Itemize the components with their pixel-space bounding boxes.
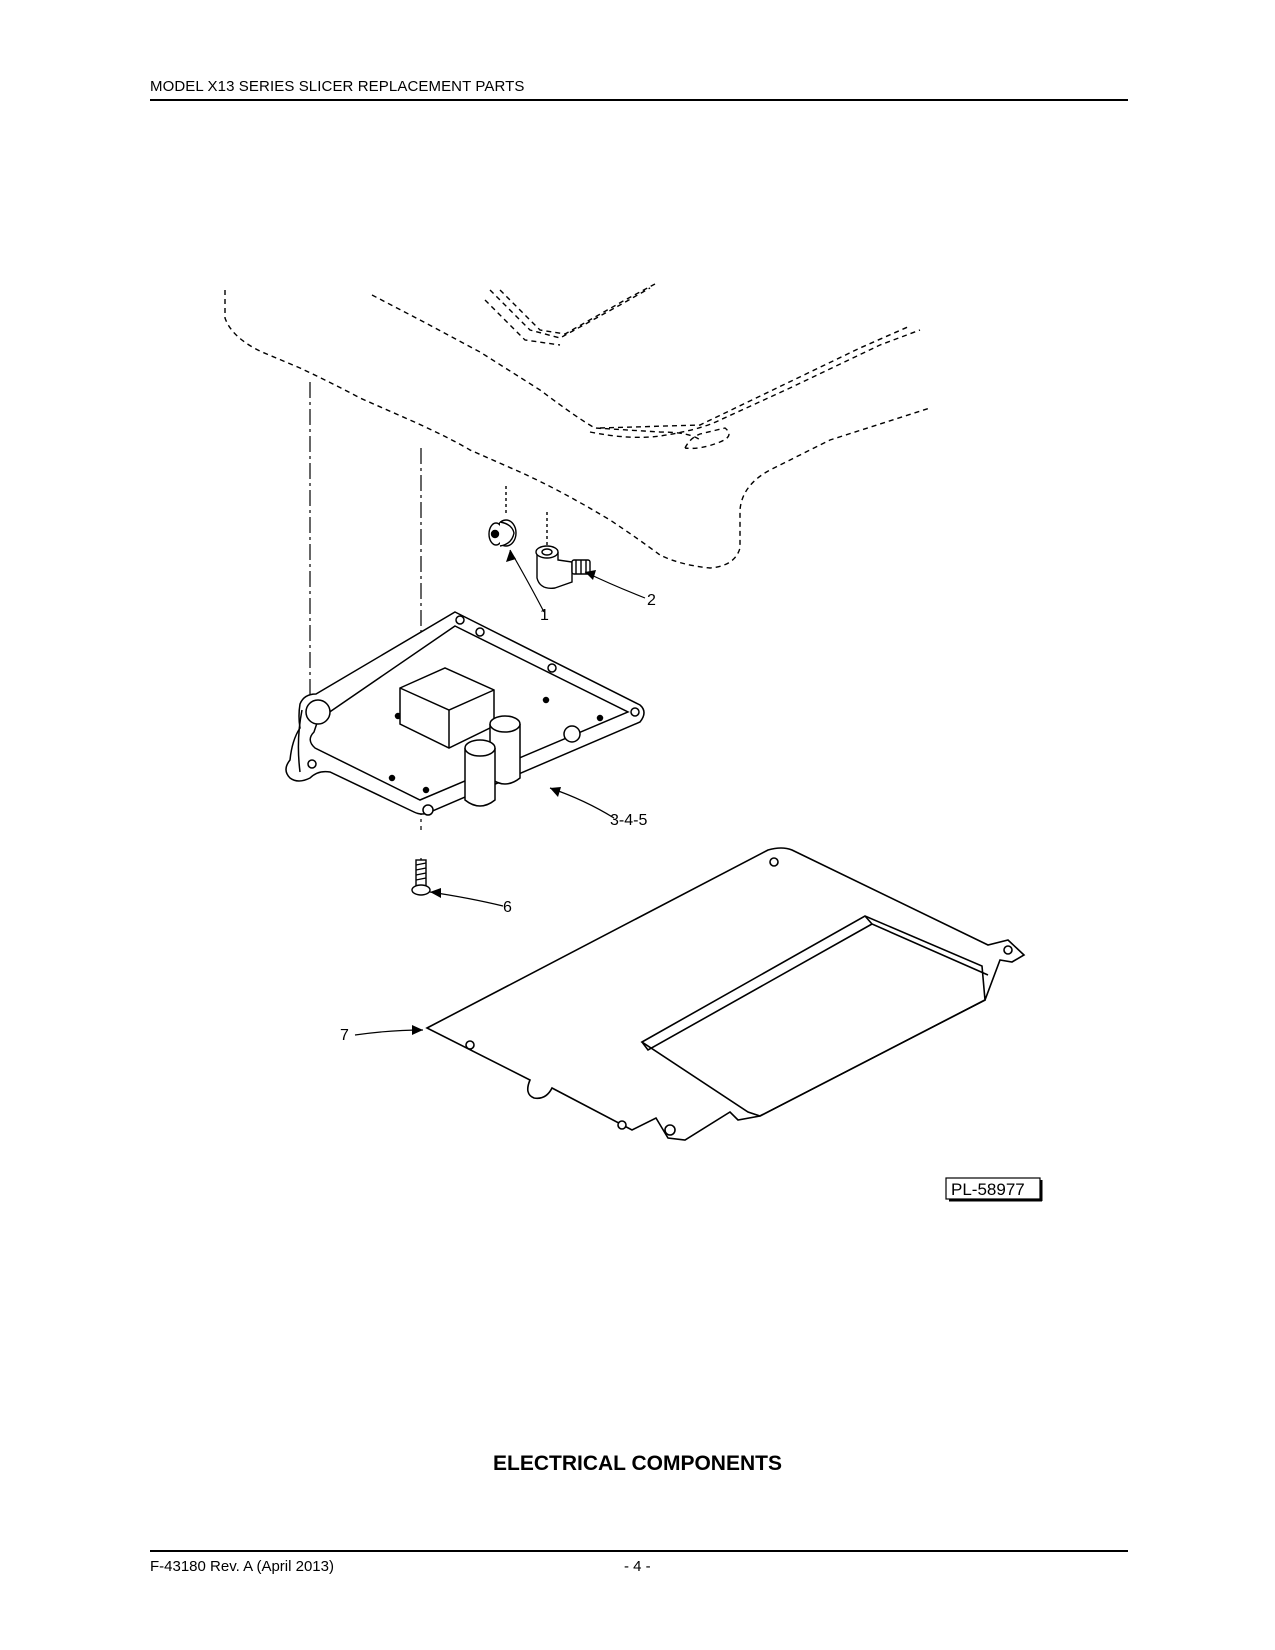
footer-page-number: - 4 - xyxy=(624,1558,651,1575)
footer-rule xyxy=(150,1550,1128,1552)
header-rule xyxy=(150,99,1128,101)
callout-item-6: 6 xyxy=(503,899,512,916)
item-6-screw xyxy=(411,859,431,896)
item-2-elbow-connector xyxy=(535,512,591,589)
capacitors xyxy=(464,715,521,807)
callout-arrowheads xyxy=(412,550,596,1035)
drawing-number: PL-58977 xyxy=(951,1180,1025,1199)
callout-item-2: 2 xyxy=(647,592,656,609)
drawing-number-box: PL-58977 xyxy=(945,1177,1043,1202)
section-title: ELECTRICAL COMPONENTS xyxy=(493,1452,782,1475)
callout-item-1: 1 xyxy=(540,607,549,624)
plate-keyhole xyxy=(305,699,331,725)
slicer-base-outline xyxy=(224,283,931,569)
item-7-bottom-cover xyxy=(425,847,1026,1141)
footer-document-number: F-43180 Rev. A (April 2013) xyxy=(150,1558,334,1575)
board-edge xyxy=(309,625,630,801)
callout-item-345: 3-4-5 xyxy=(610,812,647,829)
page-header-title: MODEL X13 SERIES SLICER REPLACEMENT PART… xyxy=(150,78,525,95)
item-345-circuit-board-assembly xyxy=(285,611,645,816)
item-1-grommet xyxy=(488,486,517,547)
callout-item-7: 7 xyxy=(340,1027,349,1044)
